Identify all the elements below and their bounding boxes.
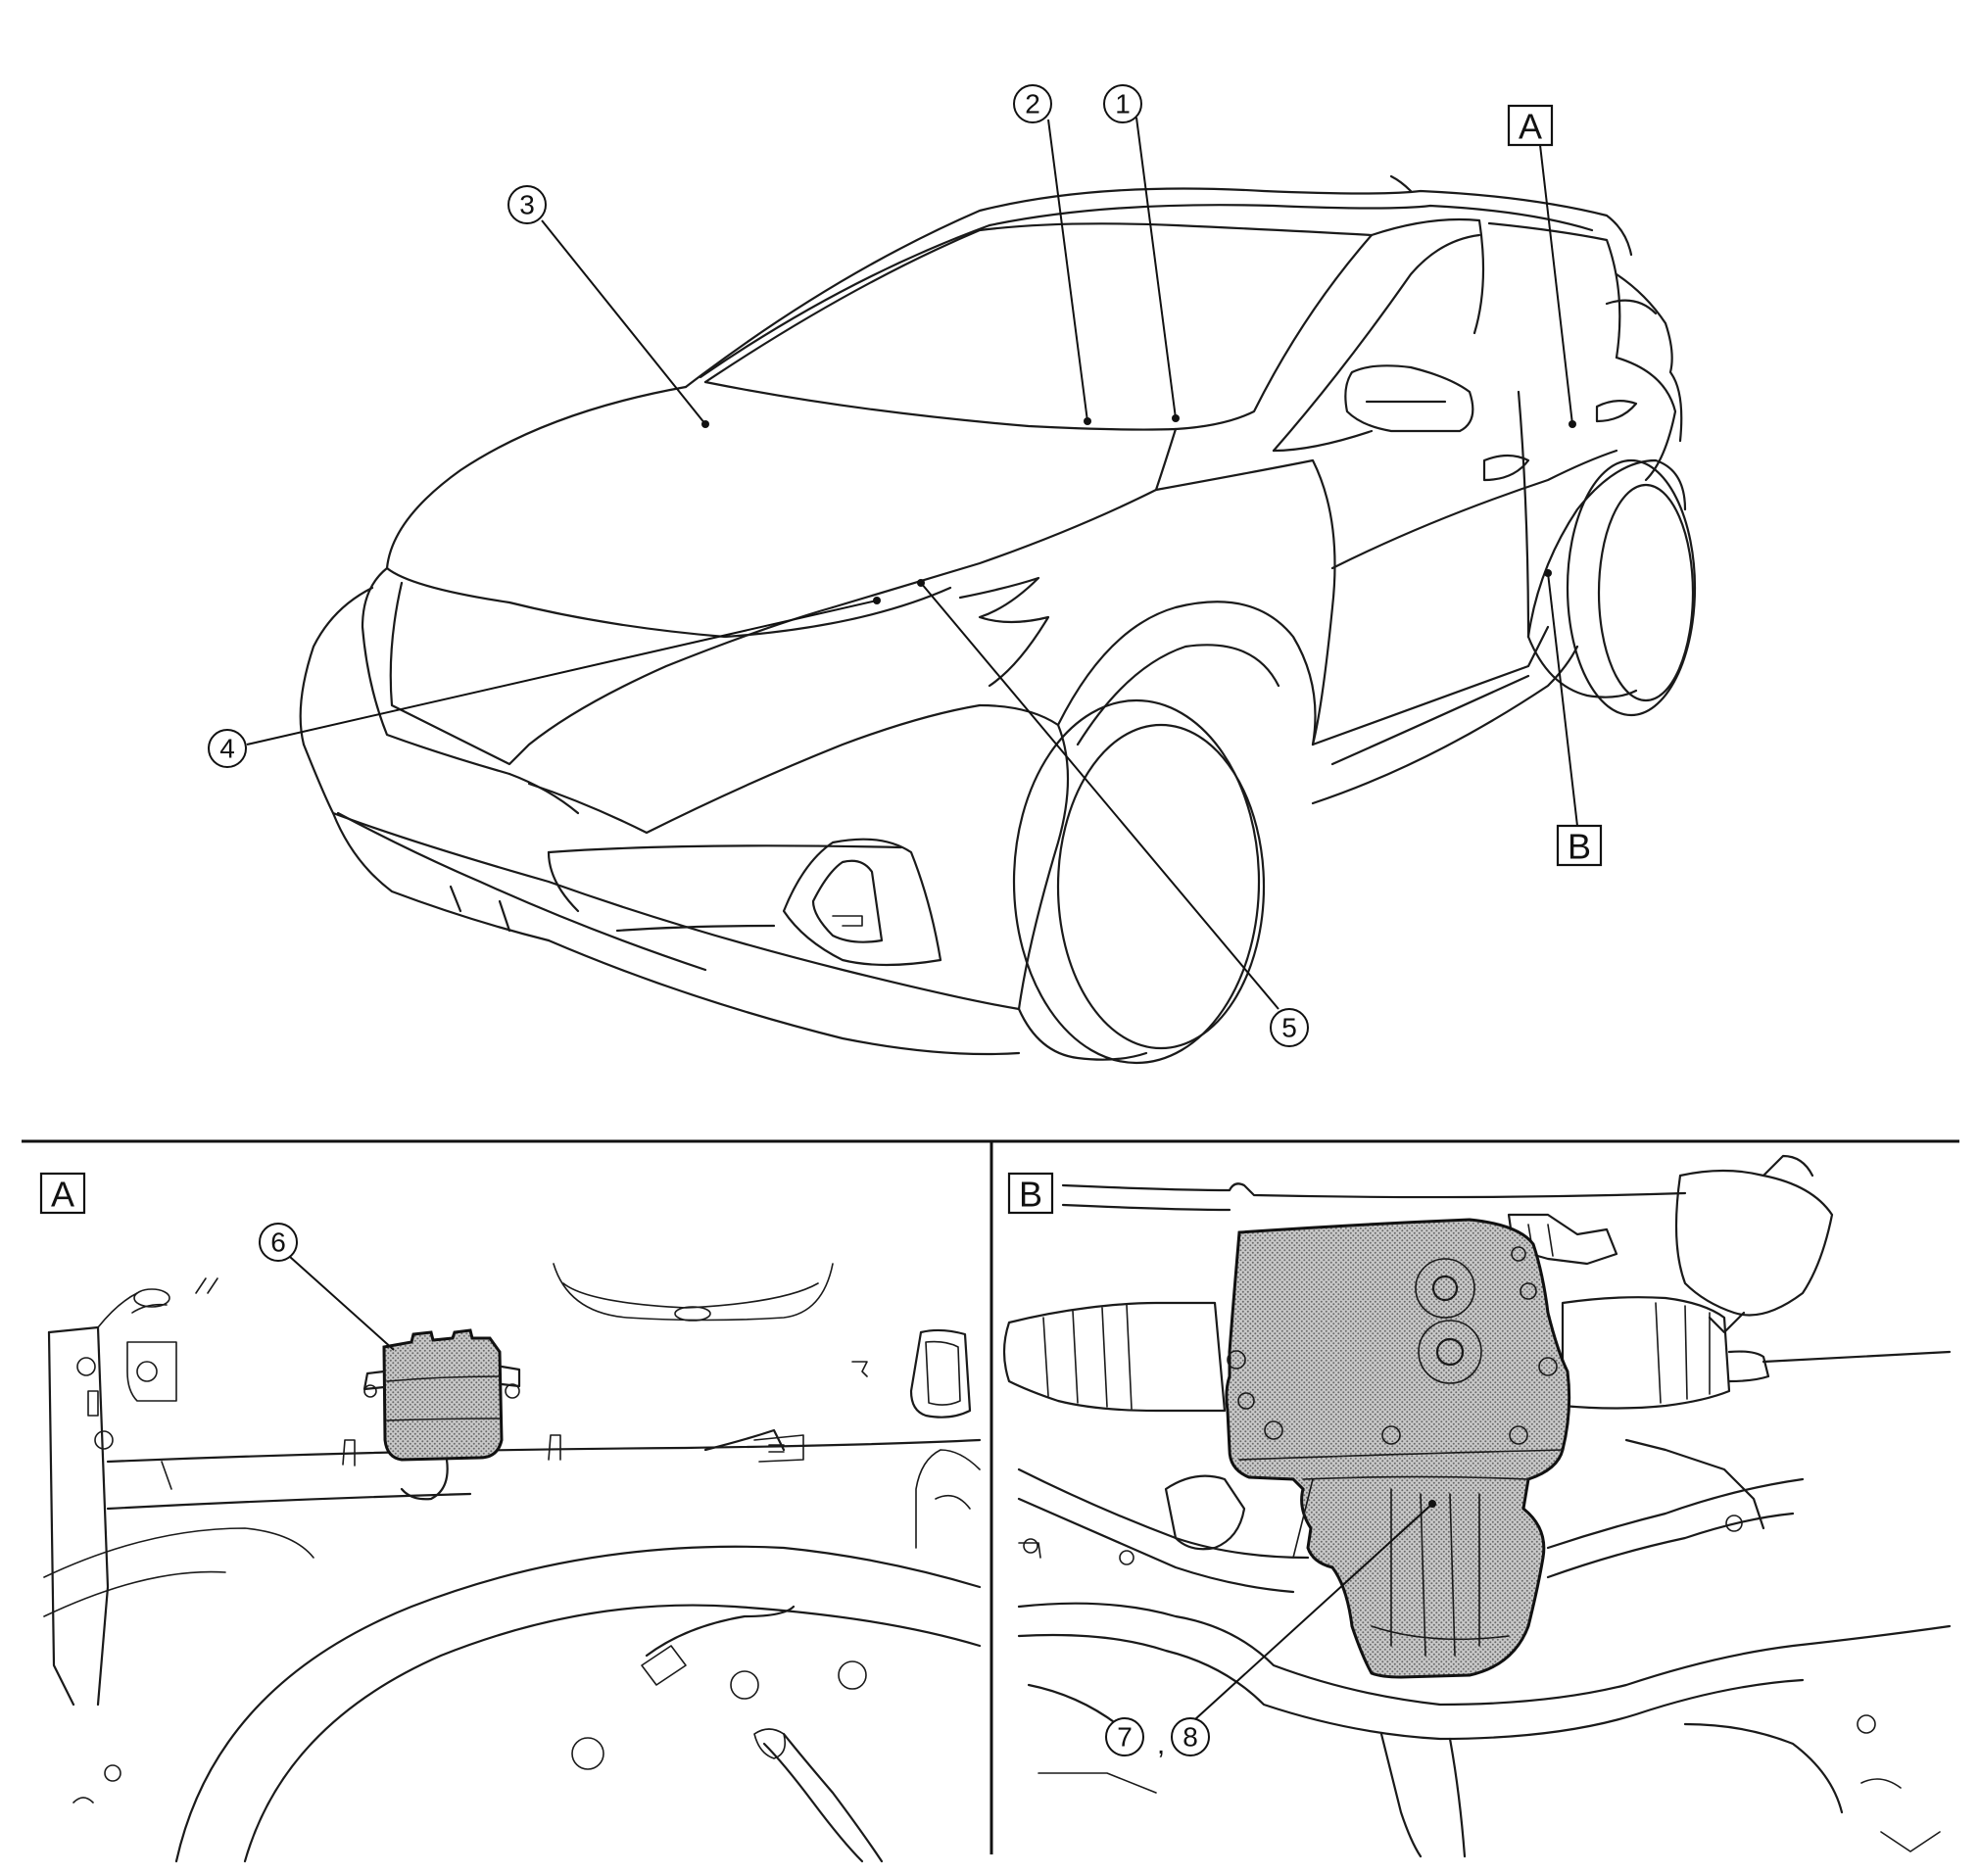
callout-3: 3 (507, 185, 547, 224)
callout-7-label: 7 (1117, 1722, 1133, 1753)
callout-7: 7 (1105, 1717, 1144, 1756)
detail-frame (22, 1139, 1959, 1854)
view-marker-b: B (1556, 824, 1603, 867)
callout-8-label: 8 (1183, 1722, 1198, 1753)
callout-8: 8 (1171, 1717, 1210, 1756)
view-a-label: A (39, 1172, 86, 1215)
callout-5-label: 5 (1281, 1013, 1297, 1043)
callout-1-label: 1 (1115, 89, 1131, 120)
overview-leaders (246, 117, 1578, 1010)
callout-4-label: 4 (219, 734, 235, 764)
view-marker-a-label: A (1519, 107, 1542, 147)
view-a-detail (43, 1256, 982, 1863)
callout-3-label: 3 (519, 190, 535, 220)
callout-4: 4 (208, 729, 247, 768)
view-b-label-text: B (1019, 1175, 1042, 1215)
view-b-detail (1002, 1154, 1952, 1858)
callout-2: 2 (1013, 84, 1052, 123)
callout-5: 5 (1270, 1008, 1309, 1047)
view-marker-b-label: B (1568, 827, 1591, 867)
overview-leader-dots (701, 414, 1576, 604)
view-marker-a: A (1507, 104, 1554, 147)
view-a-label-text: A (51, 1175, 74, 1215)
callout-2-label: 2 (1025, 89, 1040, 120)
vehicle-overview (299, 174, 1697, 1065)
callout-separator: , (1157, 1728, 1165, 1760)
callout-1: 1 (1103, 84, 1142, 123)
callout-6-label: 6 (270, 1227, 286, 1258)
view-b-label: B (1007, 1172, 1054, 1215)
callout-6: 6 (259, 1223, 298, 1262)
